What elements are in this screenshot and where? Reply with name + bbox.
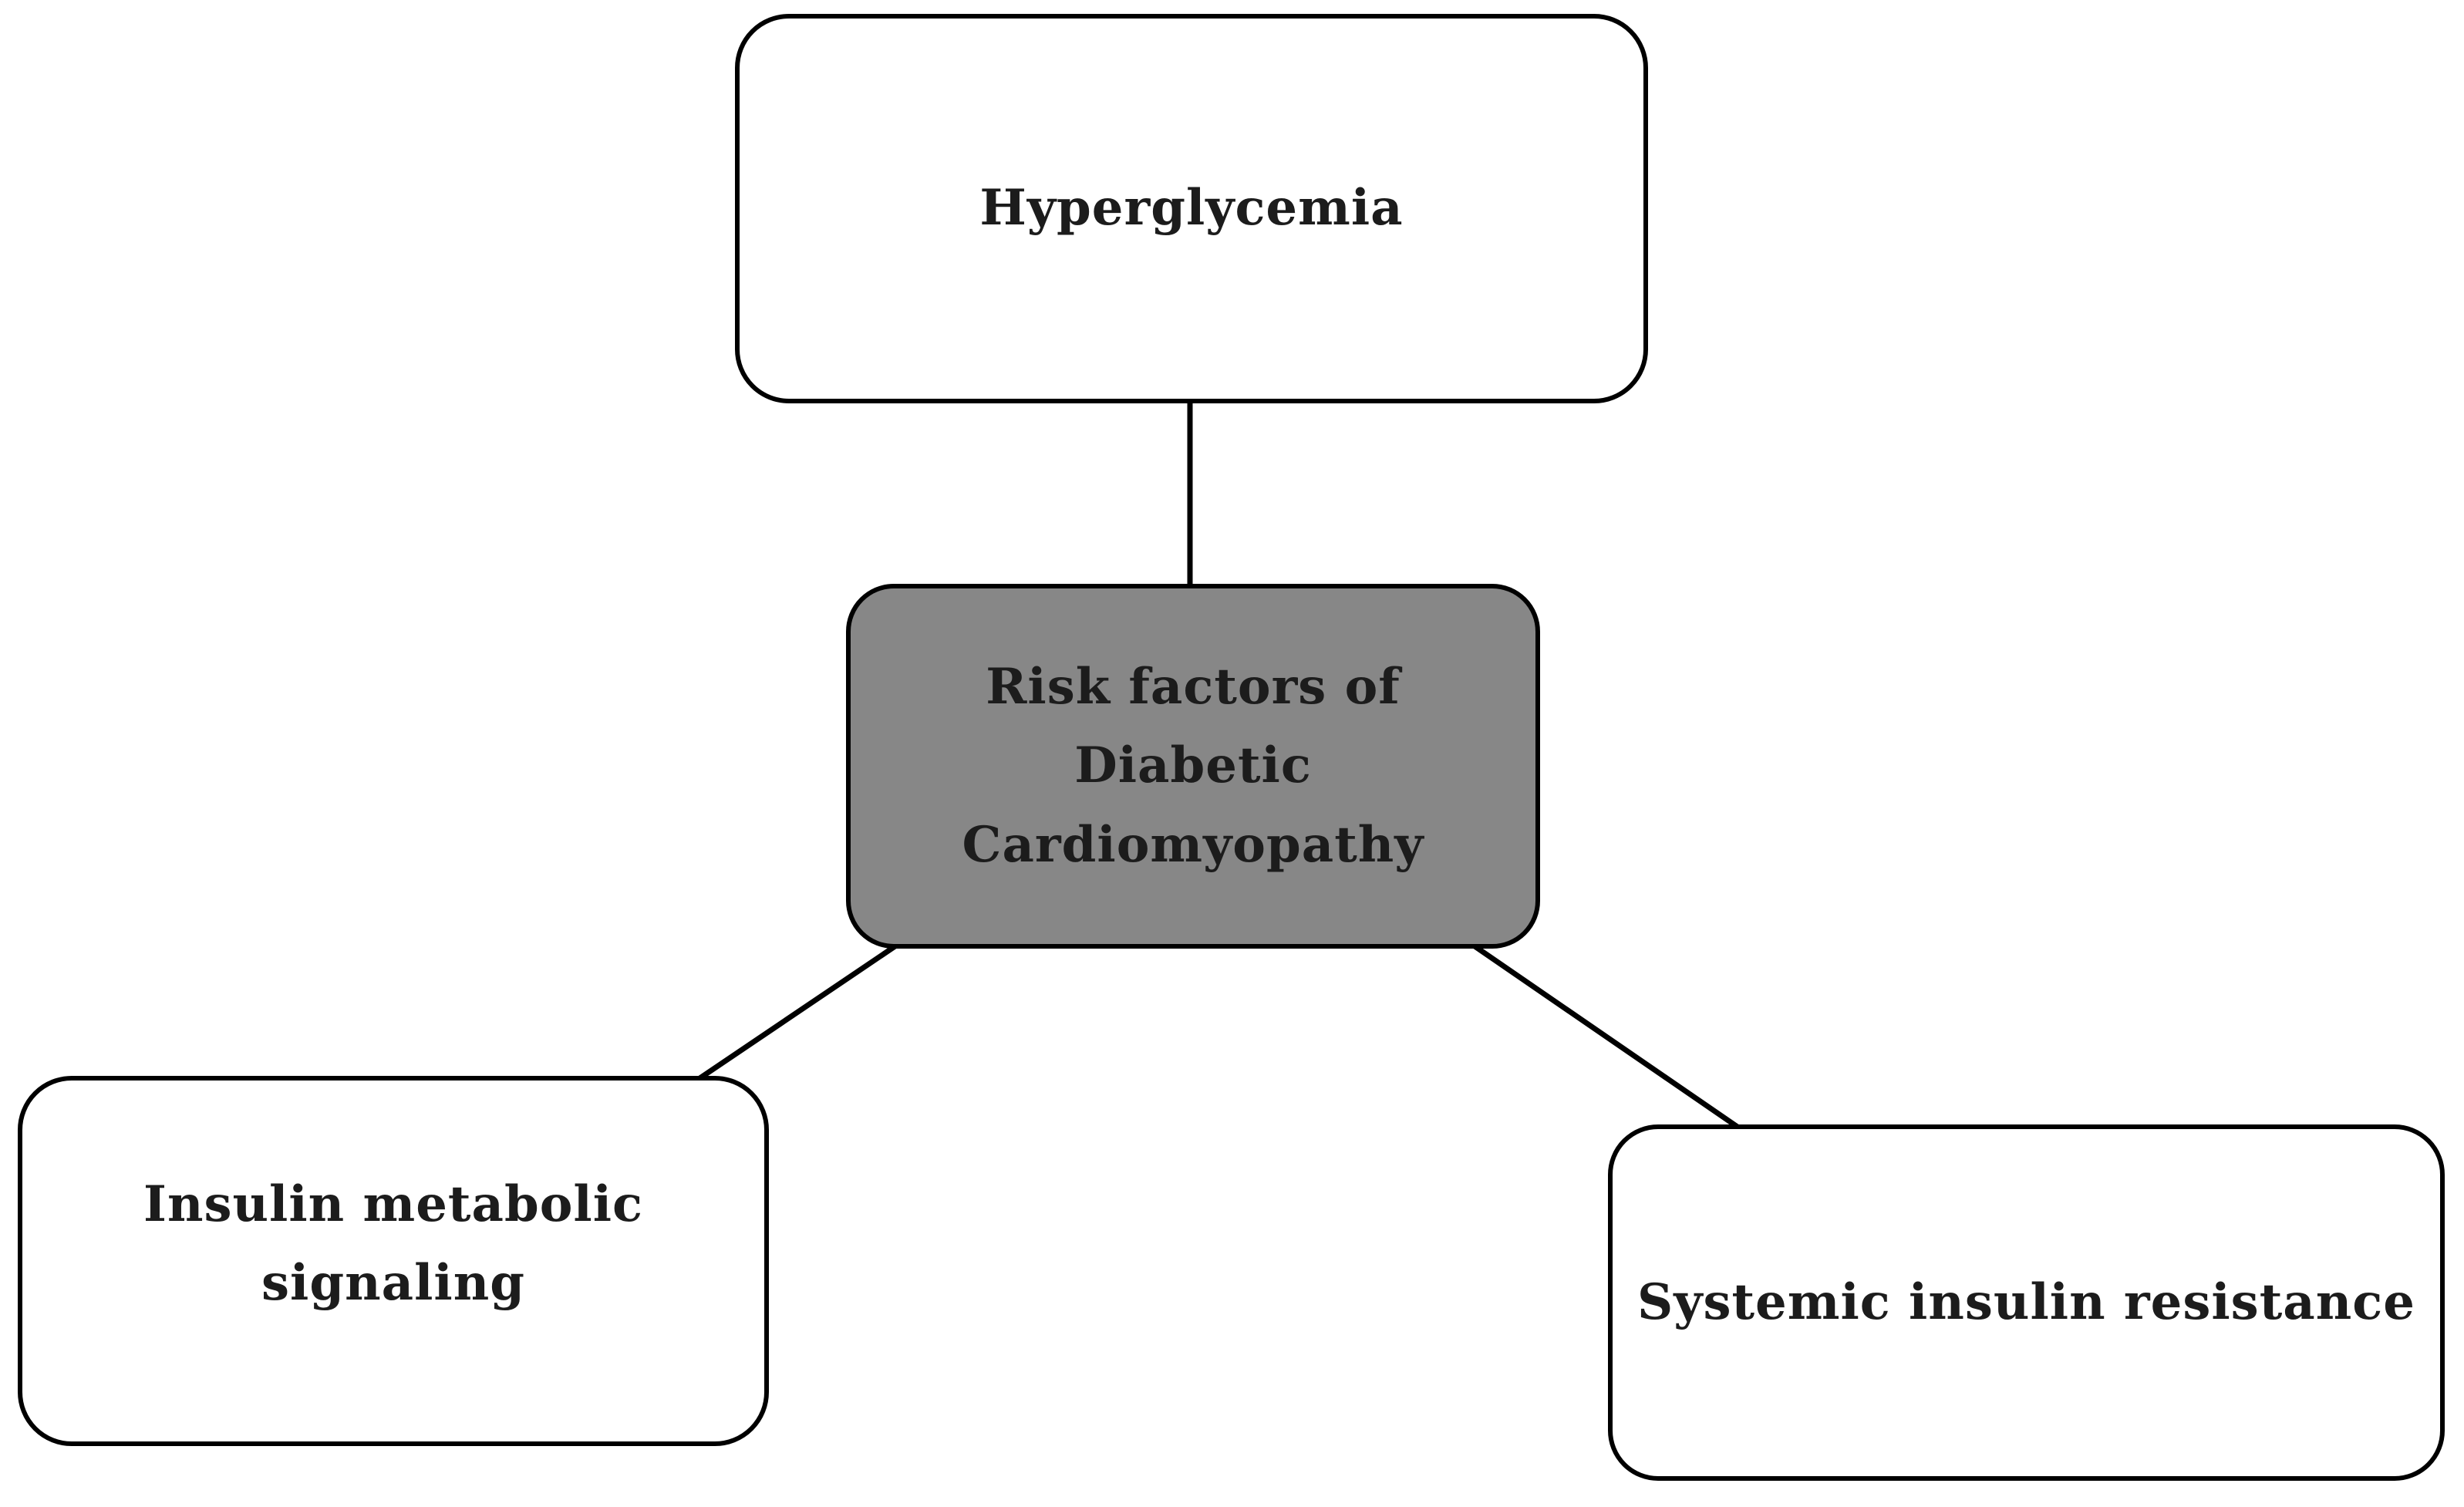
edge-risk-factors-to-insulin-signaling bbox=[693, 940, 902, 1084]
node-systemic-insulin-resistance-label: Systemic insulin resistance bbox=[1637, 1273, 2415, 1331]
node-insulin-metabolic-signaling: Insulin metabolic signaling bbox=[18, 1076, 769, 1446]
node-insulin-metabolic-signaling-label: Insulin metabolic signaling bbox=[143, 1175, 643, 1312]
node-systemic-insulin-resistance: Systemic insulin resistance bbox=[1608, 1124, 2445, 1481]
node-risk-factors-label: Risk factors of Diabetic Cardiomyopathy bbox=[962, 657, 1424, 874]
edge-risk-factors-to-insulin-resistance bbox=[1468, 940, 1747, 1134]
node-risk-factors: Risk factors of Diabetic Cardiomyopathy bbox=[846, 584, 1540, 949]
node-hyperglycemia: Hyperglycemia bbox=[735, 14, 1648, 403]
node-hyperglycemia-label: Hyperglycemia bbox=[979, 179, 1404, 238]
